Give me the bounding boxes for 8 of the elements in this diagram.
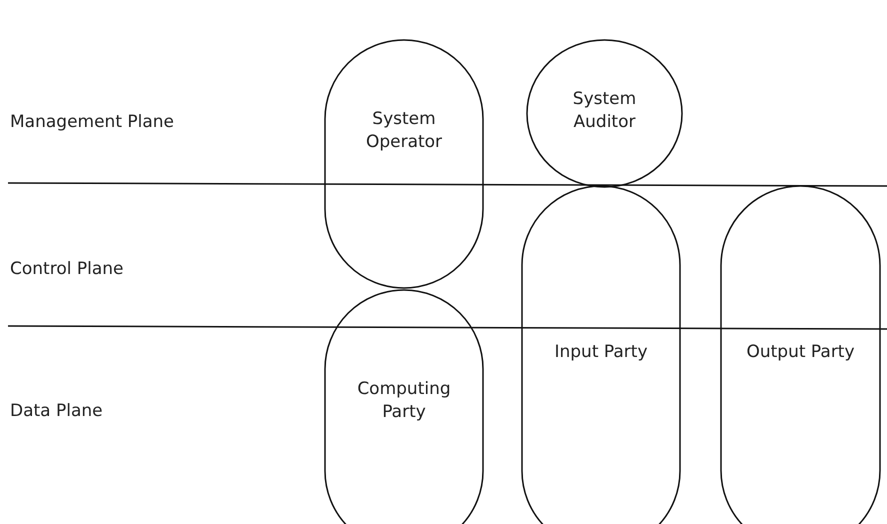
actor-name: System Operator xyxy=(364,108,444,154)
actor-name: Output Party xyxy=(746,341,855,364)
actor-name: System Auditor xyxy=(572,88,638,134)
actor-name: Input Party xyxy=(554,341,648,364)
plane-label: Control Plane xyxy=(10,259,124,279)
plane-label: Management Plane xyxy=(10,112,174,132)
plane-label: Data Plane xyxy=(10,401,103,421)
actor-name: Computing Party xyxy=(356,378,452,424)
